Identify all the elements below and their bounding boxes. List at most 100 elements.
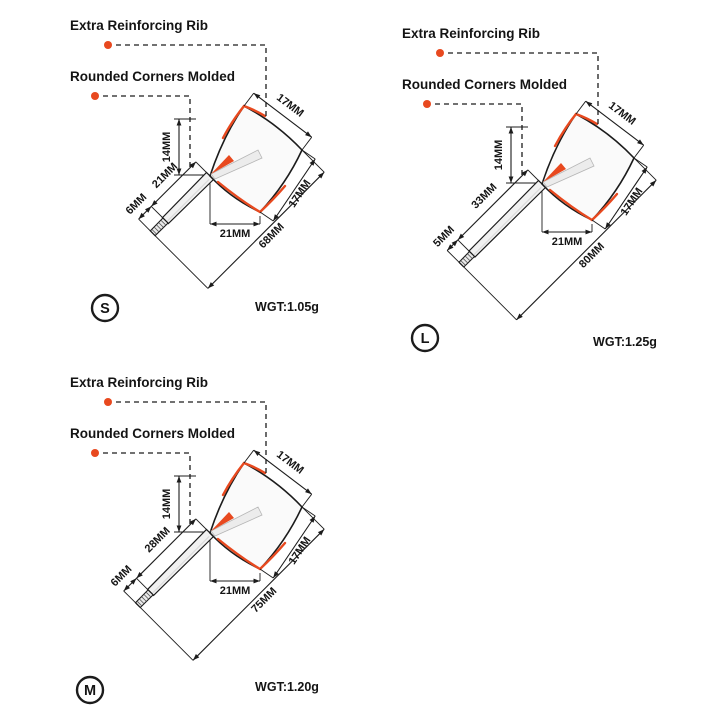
dim-arrow [516, 313, 523, 320]
size-badge-circle [410, 323, 440, 353]
dim-label-bottom-width: 21MM [552, 236, 583, 248]
callout-dot-corners [91, 449, 99, 457]
thread-groove [462, 258, 468, 264]
shaft-highlight [151, 536, 210, 595]
extension-line [136, 577, 151, 593]
extension-line [259, 568, 274, 579]
dim-arrow [176, 168, 182, 175]
thread-groove [156, 224, 162, 230]
size-badge-letter: S [100, 301, 110, 317]
dim-arrow [317, 529, 325, 536]
dim-arrow [253, 450, 261, 457]
dim-arrow [641, 167, 648, 174]
extension-line [150, 206, 166, 221]
dim-arrow [138, 212, 145, 220]
rib-junction-accent [211, 155, 234, 174]
thread-groove [467, 253, 473, 259]
dim-label-flight-height: 14MM [161, 489, 173, 520]
dim-arrow [447, 244, 454, 251]
dim-line-shaft [457, 169, 529, 241]
callout-corners-label: Rounded Corners Molded [70, 426, 235, 441]
dim-arrow [151, 200, 158, 207]
dim-arrow [253, 578, 260, 584]
extension-line [138, 218, 154, 234]
dim-arrow [585, 101, 593, 108]
dim-line-top-edge [585, 100, 645, 146]
dim-arrow [451, 239, 458, 247]
rib-junction-accent [543, 163, 566, 182]
thread-groove [151, 229, 157, 235]
thread-groove [136, 600, 143, 607]
extension-line [123, 590, 139, 606]
dim-arrow [508, 176, 514, 183]
leader-line-corners [103, 95, 191, 170]
callout-dot-rib [104, 398, 112, 406]
dim-arrow [605, 222, 611, 229]
dim-line-total [207, 171, 325, 289]
leader-line-rib [116, 401, 267, 477]
rib-junction-accent [211, 512, 234, 531]
flight-slot [210, 506, 263, 537]
callout-rib-label: Extra Reinforcing Rib [70, 18, 208, 33]
dim-label-tip: 6MM [109, 563, 135, 589]
dim-arrow [457, 233, 465, 240]
dim-arrow [123, 584, 130, 591]
dim-line-bottom-edge [272, 515, 316, 579]
dim-label-bottom-edge: 17MM [618, 186, 645, 218]
dim-arrow [309, 159, 316, 166]
thread-groove [160, 220, 166, 226]
dim-label-tip: 5MM [431, 224, 457, 250]
thread-groove [141, 596, 147, 602]
leader-line-rib [116, 44, 267, 120]
extension-line [195, 518, 211, 534]
dim-label-flight-height: 14MM [161, 132, 173, 163]
extension-line [446, 250, 462, 265]
dim-arrow [521, 169, 528, 177]
extension-line [259, 211, 274, 222]
dim-arrow [637, 139, 644, 146]
thread-groove [139, 598, 145, 604]
dim-label-shaft: 21MM [150, 161, 180, 191]
dim-arrow [585, 229, 592, 235]
dim-line-top-edge [253, 92, 313, 138]
weight-label: WGT:1.25g [593, 335, 657, 349]
extension-line [591, 219, 606, 230]
callout-rib-label: Extra Reinforcing Rib [402, 26, 540, 41]
dim-label-top-edge: 17MM [274, 92, 306, 120]
dim-arrow [130, 578, 137, 585]
extension-line [301, 149, 316, 160]
dim-label-bottom-edge: 17MM [286, 178, 313, 210]
dim-arrow [305, 488, 312, 495]
dim-arrow [189, 161, 196, 169]
extension-line [195, 161, 211, 177]
dim-label-shaft: 28MM [143, 525, 173, 555]
size-badge-letter: L [421, 331, 430, 347]
extension-line [243, 92, 255, 107]
dim-arrow [649, 180, 657, 187]
extension-line [152, 232, 209, 289]
dim-arrow [176, 119, 182, 126]
size-badge-circle [90, 293, 120, 323]
callout-dot-rib [436, 49, 444, 57]
dim-line-total [516, 179, 657, 321]
dim-arrow [189, 518, 196, 526]
flight-slot [210, 149, 263, 180]
dim-line-total [192, 528, 325, 661]
dim-line-shaft [136, 518, 197, 579]
callout-dot-corners [91, 92, 99, 100]
dim-line-bottom-edge [272, 158, 316, 222]
extension-line [457, 239, 473, 255]
thread-groove [158, 222, 164, 228]
thread-groove [153, 226, 160, 233]
shaft-highlight [472, 187, 542, 256]
extension-line [633, 144, 645, 159]
extension-line [301, 506, 316, 517]
extension-line [461, 264, 517, 321]
dim-arrow [136, 572, 143, 579]
shaft-highlight [166, 179, 210, 223]
